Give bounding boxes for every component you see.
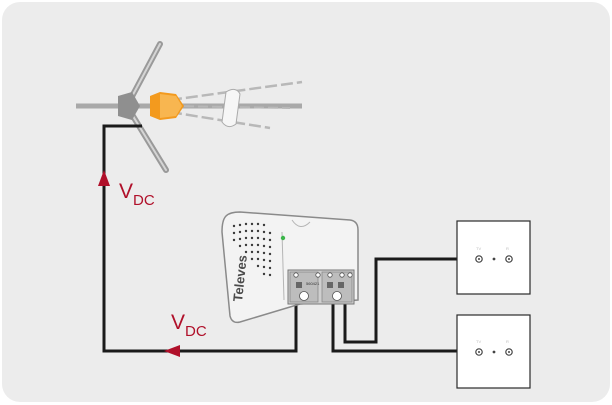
cable-to-lower-socket (331, 302, 458, 353)
cables (102, 124, 458, 353)
cable-antenna-to-amplifier (102, 124, 298, 353)
vdc-label-lower: VDC (171, 311, 207, 340)
svg-text:TV: TV (476, 246, 481, 251)
svg-text:R: R (506, 339, 509, 344)
amplifier-connectors (293, 272, 353, 301)
amplifier-led (280, 235, 286, 241)
amplifier-vent-holes (232, 222, 272, 277)
antenna-joint (118, 92, 140, 120)
svg-text:R: R (506, 246, 509, 251)
arrow-up-vdc (98, 170, 110, 186)
antenna-clamp (221, 88, 241, 128)
wall-socket-lower: TV R (456, 314, 531, 389)
amplifier-brand: Televes (230, 254, 250, 302)
cable-to-upper-socket (343, 257, 458, 344)
antenna (76, 41, 303, 173)
amplifier: Televes 560421 (221, 211, 359, 324)
arrow-left-vdc (164, 345, 180, 357)
vdc-label-upper: VDC (119, 180, 155, 209)
wall-socket-upper: TV R (456, 220, 531, 295)
svg-text:TV: TV (476, 339, 481, 344)
amplifier-model-tag: 560421 (306, 281, 320, 286)
antenna-director-lower (169, 110, 271, 130)
